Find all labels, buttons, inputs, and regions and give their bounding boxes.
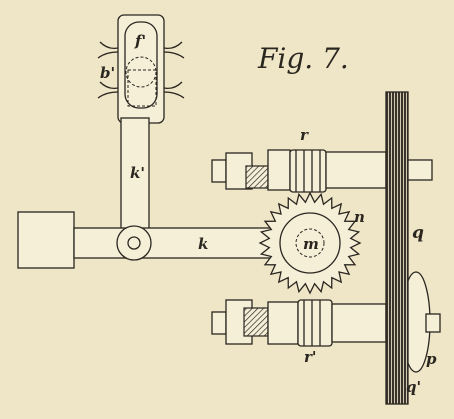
upper-worm-shaft bbox=[211, 149, 433, 193]
label-r: r bbox=[300, 126, 309, 144]
pivot-joint bbox=[116, 225, 152, 261]
vertical-lever bbox=[120, 117, 150, 233]
label-f-prime: f' bbox=[134, 32, 146, 50]
label-n: n bbox=[354, 208, 365, 226]
label-k: k bbox=[198, 235, 208, 253]
figure-title: Fig. 7. bbox=[257, 42, 349, 75]
label-r-prime: r' bbox=[304, 348, 317, 366]
counterweight-block bbox=[17, 211, 75, 269]
label-k-prime: k' bbox=[130, 164, 145, 182]
label-q: q bbox=[412, 223, 424, 243]
label-p: p bbox=[426, 350, 437, 368]
upper-guide-block bbox=[97, 14, 185, 124]
vertical-gear-rack bbox=[385, 91, 409, 405]
label-m: m bbox=[303, 235, 319, 253]
gear-wheel bbox=[258, 191, 362, 295]
horizontal-arm bbox=[73, 227, 275, 259]
lower-worm-shaft bbox=[211, 271, 441, 373]
label-b-prime: b' bbox=[100, 64, 115, 82]
label-q-prime: q' bbox=[406, 378, 421, 396]
